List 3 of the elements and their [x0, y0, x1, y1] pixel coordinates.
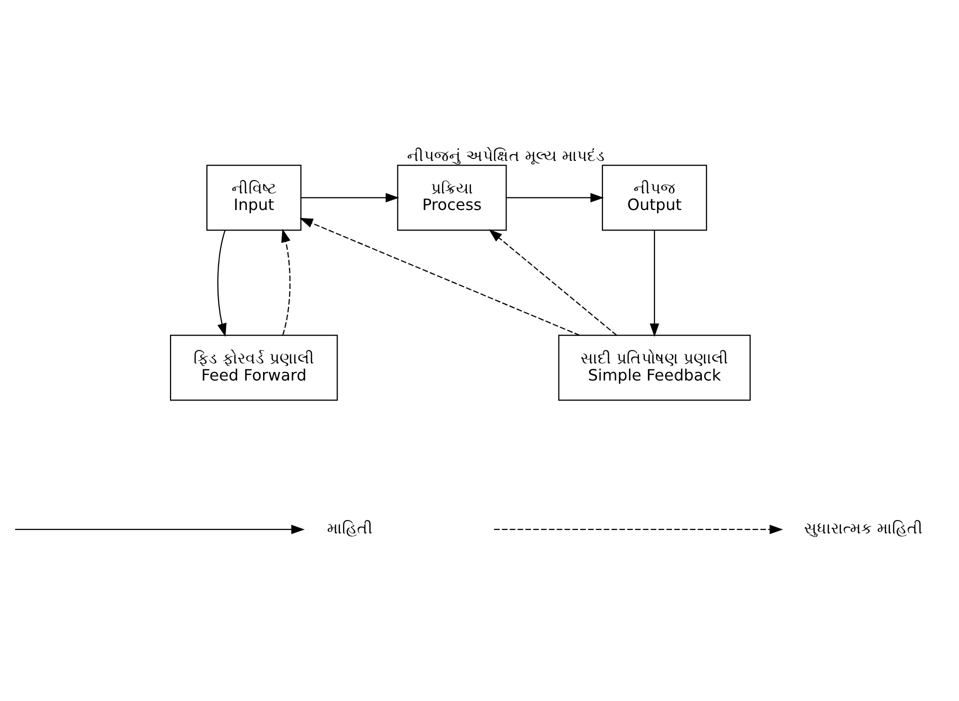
node-label: નીપજનું અપેક્ષિત મૂલ્ય માપદંડ [406, 146, 605, 165]
legend-label: સુધારાત્મક માહિતી [804, 518, 923, 538]
legend-label: માહિતી [326, 518, 373, 538]
